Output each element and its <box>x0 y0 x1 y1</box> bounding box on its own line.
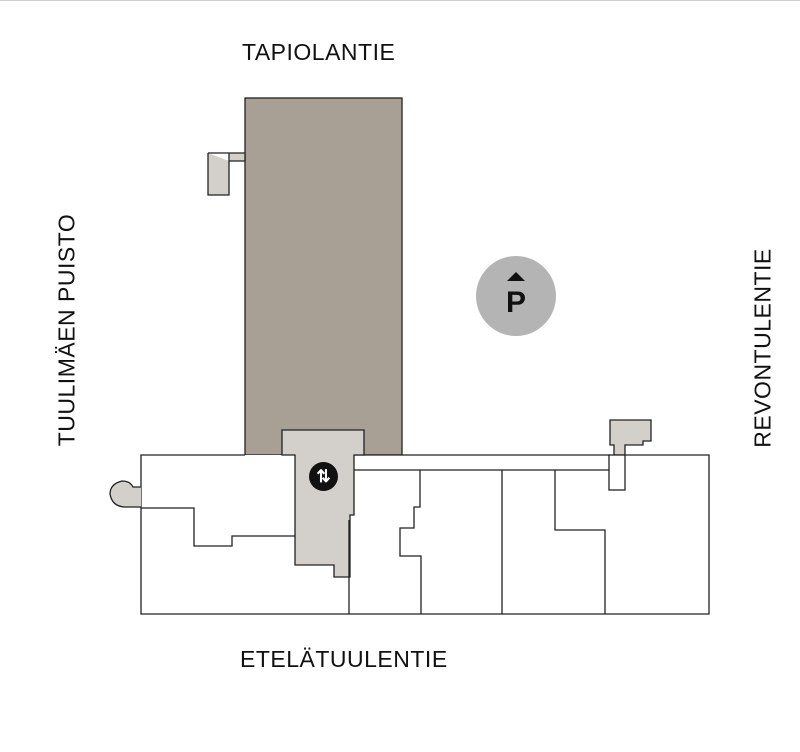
entrance-arrow-icon <box>507 272 525 281</box>
street-label-east: REVONTULENTIE <box>749 248 776 448</box>
left-bump <box>109 480 141 508</box>
top-border <box>0 0 800 1</box>
parking-icon: P <box>476 256 556 336</box>
parking-label: P <box>505 286 526 319</box>
street-label-south: ETELÄTUULENTIE <box>240 646 448 672</box>
low-rise-building <box>140 454 710 615</box>
tower-building <box>244 97 403 456</box>
left-partition <box>141 507 295 547</box>
elevator-icon: ⇅ <box>309 462 338 491</box>
annex-right-stem <box>608 454 626 491</box>
annex-top-left <box>207 152 246 196</box>
partition-4 <box>554 470 606 614</box>
corridor <box>354 454 610 471</box>
street-label-north: TAPIOLANTIE <box>242 39 396 65</box>
partition-2 <box>399 470 422 614</box>
stair-core <box>281 429 365 578</box>
street-label-west: TUULIMÄEN PUISTO <box>53 213 80 447</box>
annex-right <box>609 419 652 456</box>
